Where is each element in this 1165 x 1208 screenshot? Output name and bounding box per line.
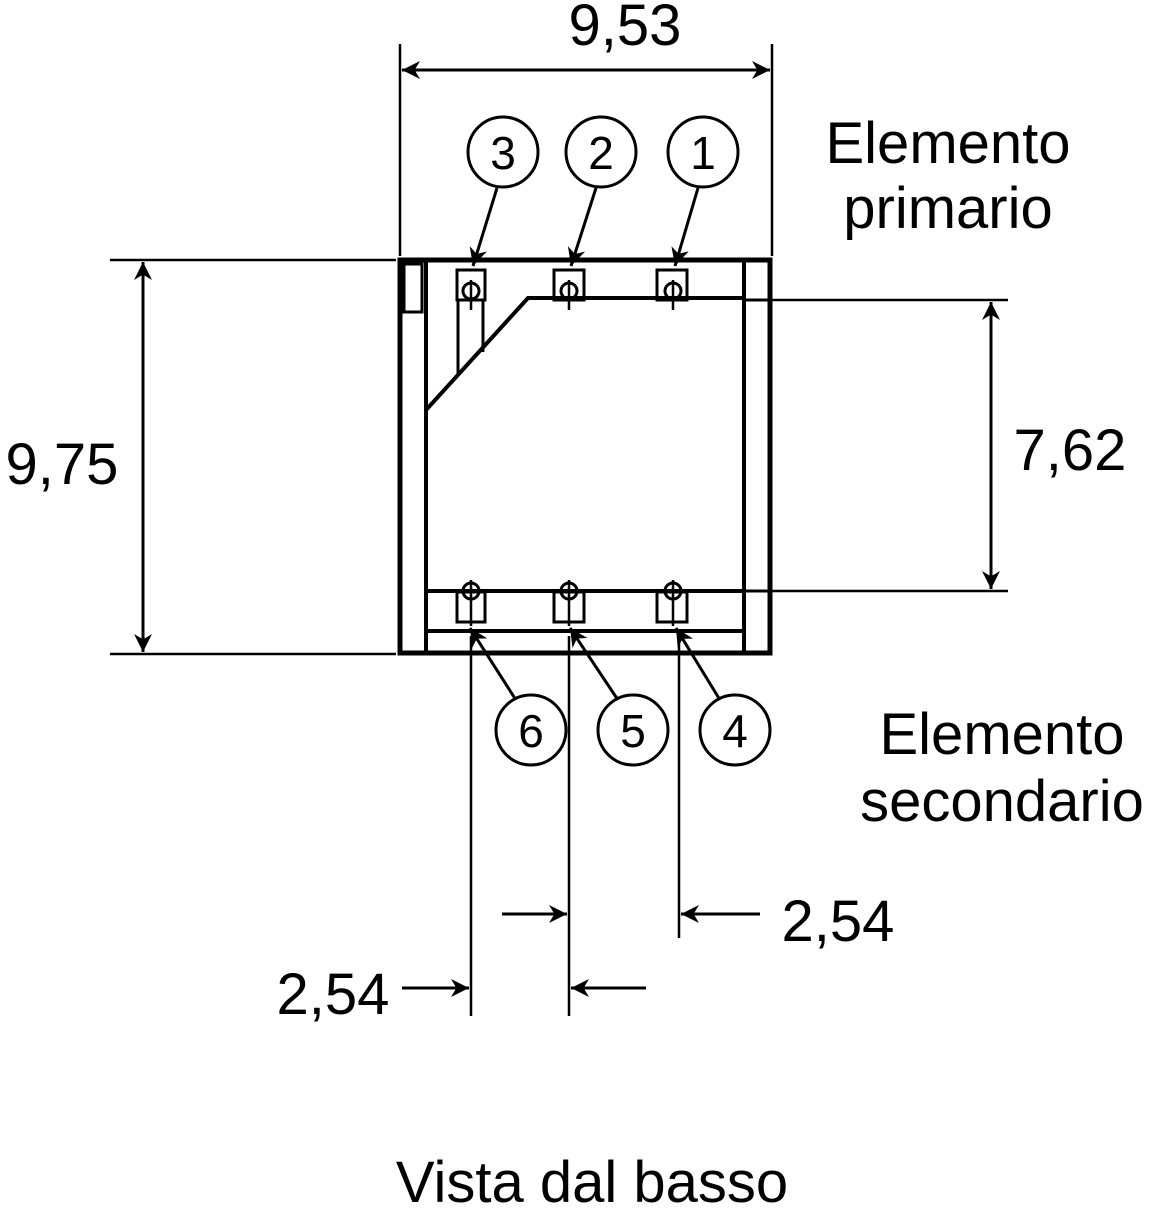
view-caption: Vista dal basso <box>396 1150 788 1208</box>
primary-label-line1: Elemento <box>825 111 1070 176</box>
pin-number-4: 4 <box>722 705 748 757</box>
dimension-pitch-left-label: 2,54 <box>277 962 390 1027</box>
pin-callout-3: 3 <box>466 115 540 267</box>
pin-callout-1: 1 <box>666 115 740 267</box>
pin-pad-1 <box>655 268 689 310</box>
pin-callout-6: 6 <box>468 627 568 767</box>
primary-label-line2: primario <box>843 176 1053 241</box>
primary-element-label: Elemento primario <box>825 111 1070 241</box>
dimension-pitch: 2,54 2,54 <box>277 636 895 1027</box>
dimension-width-label: 9,53 <box>569 0 682 58</box>
pin-number-5: 5 <box>620 705 646 757</box>
secondary-element-label: Elemento secondario <box>860 702 1144 834</box>
dimension-height: 9,75 <box>6 258 396 656</box>
pin-callout-4: 4 <box>674 627 772 767</box>
secondary-label-line1: Elemento <box>879 702 1124 767</box>
dimension-row-spacing: 7,62 <box>746 298 1127 593</box>
pin-pad-4 <box>655 580 689 626</box>
pin-pad-3 <box>455 268 487 310</box>
pin-number-2: 2 <box>588 127 614 179</box>
pin-number-1: 1 <box>690 127 716 179</box>
pin-callout-2: 2 <box>564 115 638 267</box>
dimension-pitch-right-label: 2,54 <box>782 889 895 954</box>
pin-number-6: 6 <box>518 705 544 757</box>
pin-pads-top <box>455 268 689 310</box>
pin-pad-2 <box>552 268 586 310</box>
dimension-height-label: 9,75 <box>6 432 119 497</box>
pin-callout-5: 5 <box>568 627 670 767</box>
secondary-label-line2: secondario <box>860 769 1144 834</box>
pin-pad-6 <box>455 580 487 626</box>
pin-number-3: 3 <box>490 127 516 179</box>
dimension-row-spacing-label: 7,62 <box>1014 418 1127 483</box>
pin-pads-bottom <box>455 580 689 626</box>
pin-pad-5 <box>552 580 586 626</box>
dimension-width: 9,53 <box>398 0 774 256</box>
